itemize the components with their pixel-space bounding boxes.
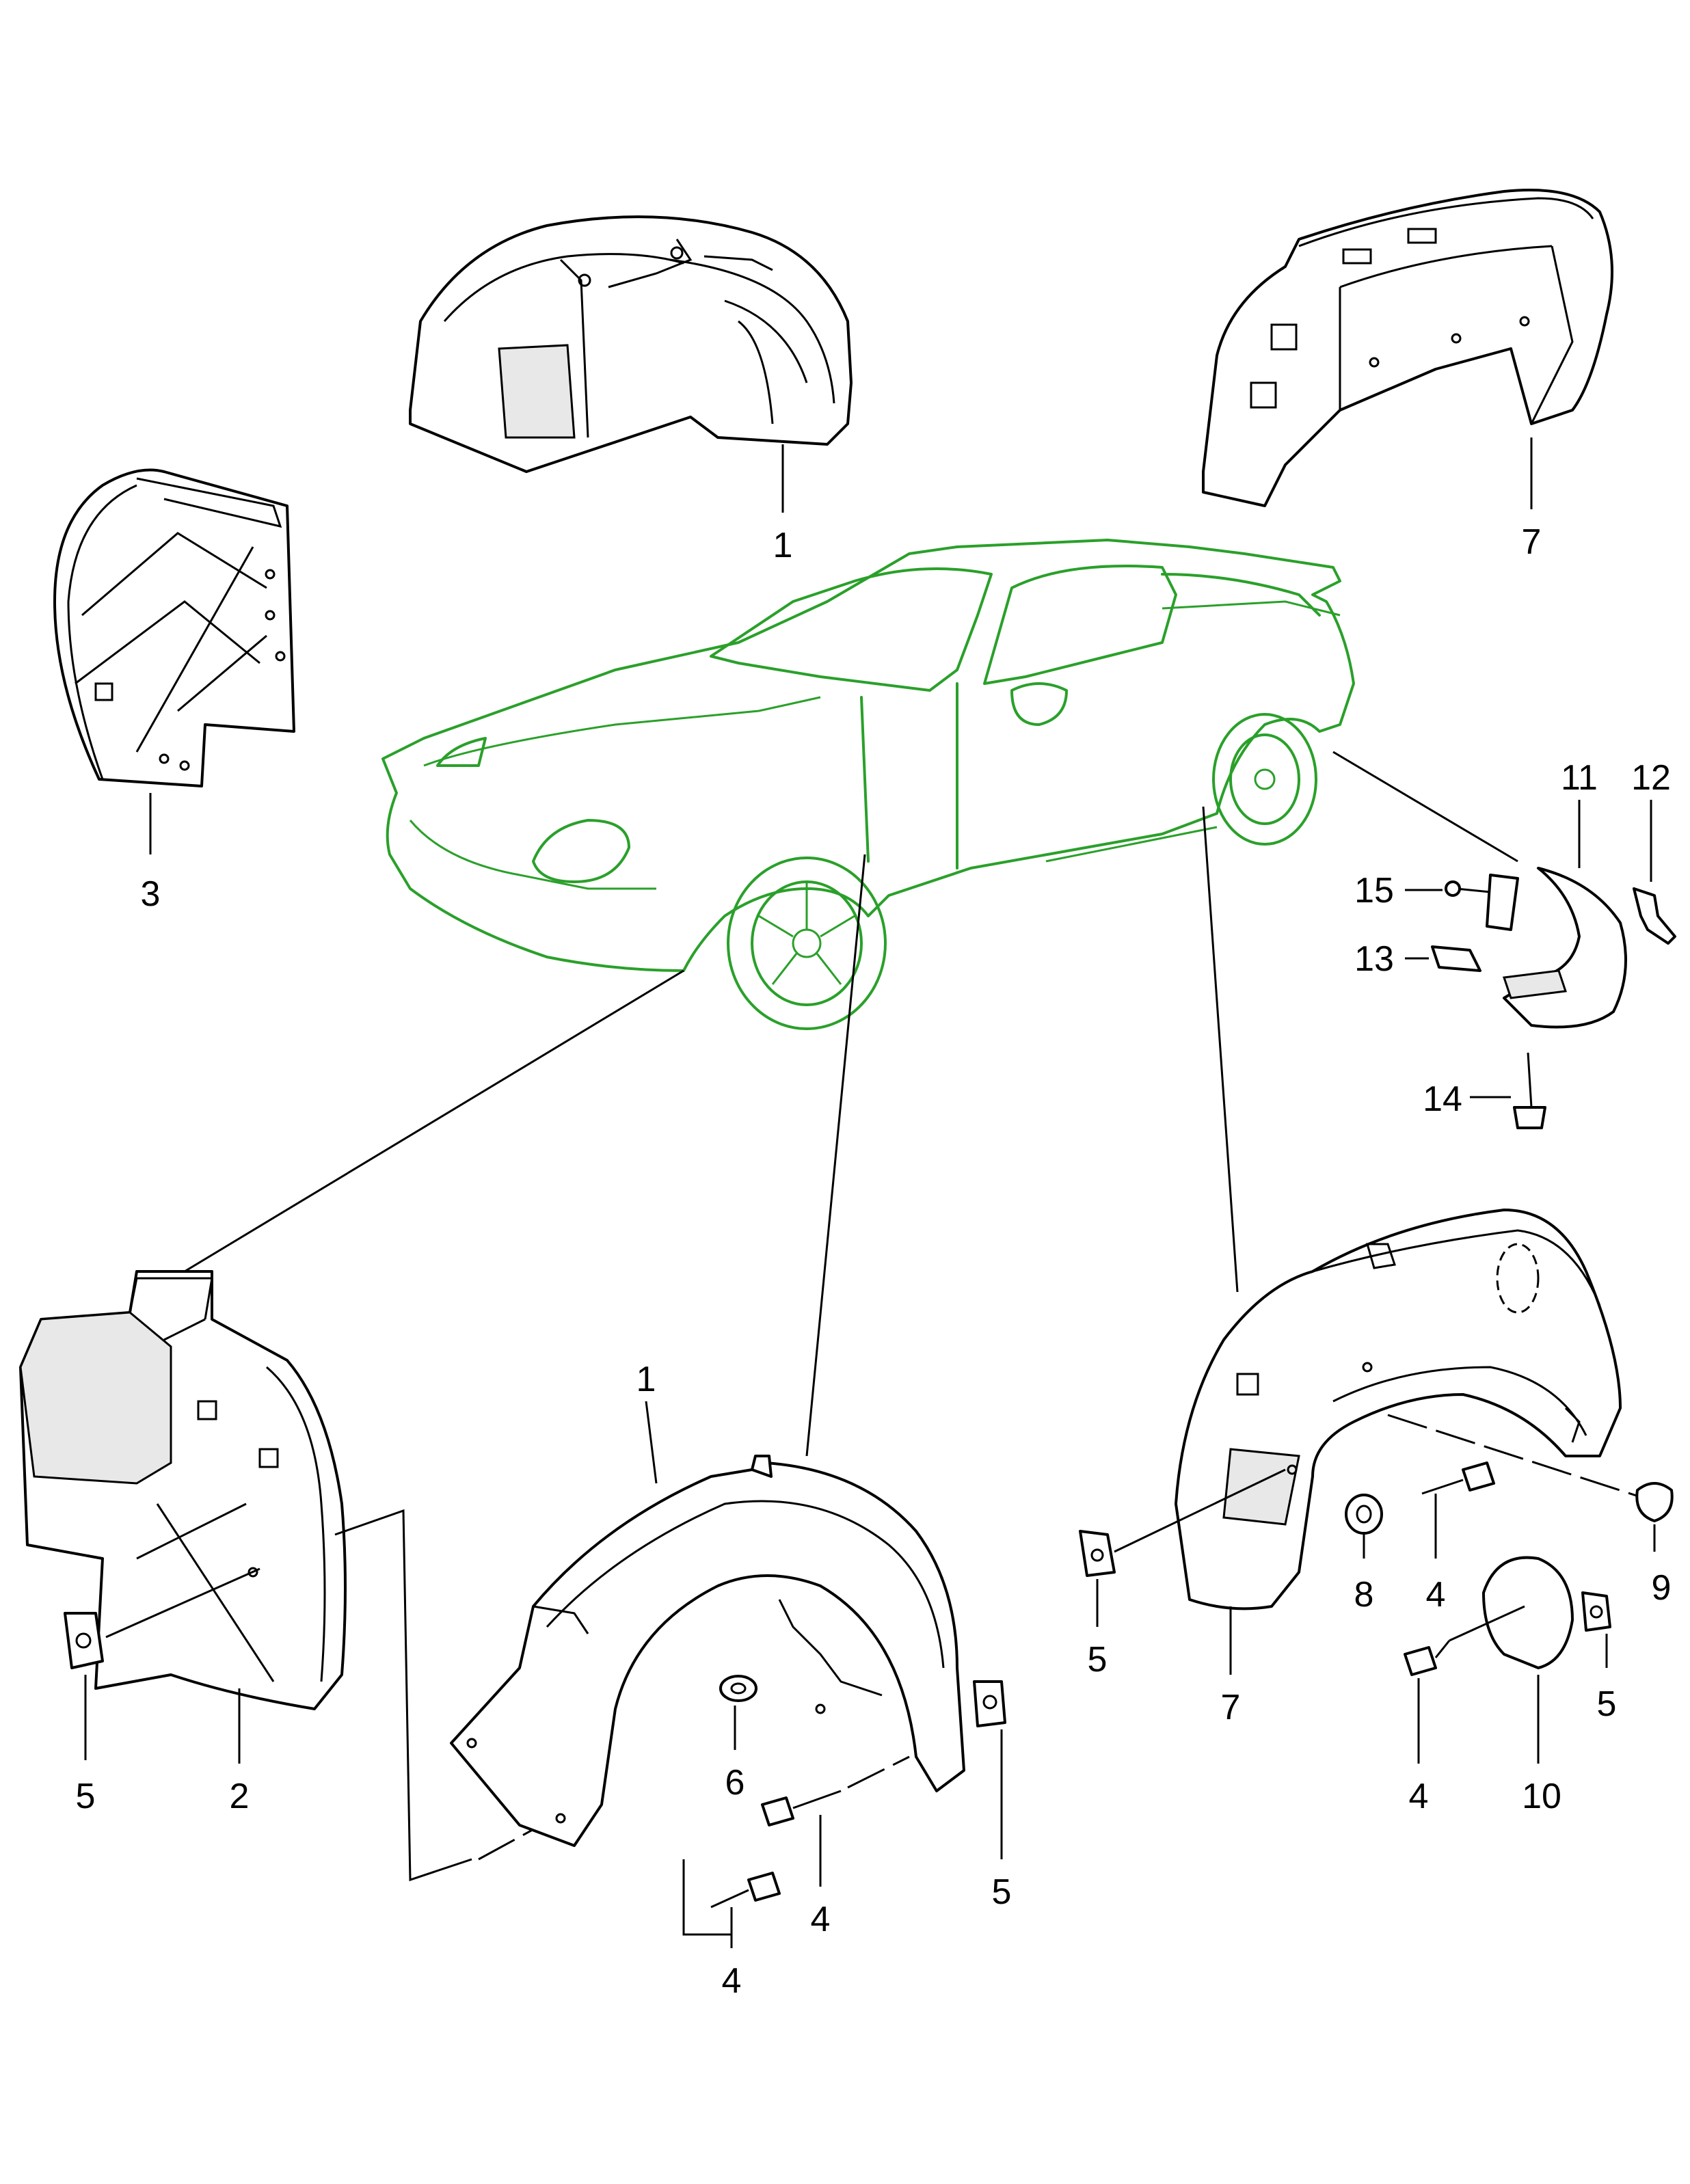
part-15-screw-clip: [1445, 874, 1519, 931]
part-4-screw-right-top: [1421, 1461, 1495, 1495]
part-10-cover-plate: [1449, 1556, 1574, 1669]
part-6-nut: [719, 1675, 757, 1702]
part-7-wheel-housing-bottom-right: [1175, 1209, 1622, 1610]
callout-7-top: 7: [1522, 522, 1542, 562]
callout-10: 10: [1522, 1777, 1561, 1816]
callout-4-right-top: 4: [1426, 1575, 1446, 1615]
part-5-left-clip: [64, 1612, 104, 1669]
part-13-clip: [1431, 945, 1481, 972]
part-5-right-clip: [1079, 1530, 1116, 1577]
part-5-mid-clip: [973, 1680, 1006, 1727]
callout-5-right: 5: [1088, 1640, 1108, 1680]
part-12-bracket: [1633, 887, 1676, 945]
part-14-screw: [1513, 1052, 1546, 1129]
part-3-splash-shield: [53, 468, 295, 787]
callout-6: 6: [725, 1763, 745, 1803]
part-2-liner-with-duct: [19, 1270, 347, 1710]
callout-5-mid: 5: [992, 1872, 1012, 1912]
part-1-wheel-housing-top: [409, 215, 853, 473]
part-7-wheel-housing-top-right: [1202, 189, 1613, 507]
callout-7-bottom: 7: [1221, 1688, 1241, 1727]
callout-2: 2: [230, 1777, 250, 1816]
callout-12: 12: [1631, 758, 1671, 798]
part-5-far-right-clip: [1581, 1591, 1611, 1632]
part-11-deflector: [1502, 867, 1627, 1029]
callout-1-bottom: 1: [636, 1360, 656, 1399]
part-1-wheel-housing-bottom: [450, 1455, 965, 1847]
callout-9: 9: [1652, 1568, 1672, 1608]
callout-4-mid: 4: [811, 1900, 831, 1939]
callout-11: 11: [1561, 758, 1598, 798]
callout-8: 8: [1354, 1575, 1374, 1615]
callout-13: 13: [1354, 939, 1394, 979]
part-4-screw-right-bottom: [1404, 1640, 1451, 1676]
part-4-screw-mid: [761, 1755, 910, 1826]
callout-1-top: 1: [773, 526, 793, 565]
callout-5-far-right: 5: [1597, 1684, 1617, 1724]
callout-4-right-bottom: 4: [1409, 1777, 1429, 1816]
part-4-screw-low: [710, 1872, 781, 1909]
callout-4-low: 4: [722, 1961, 742, 2001]
part-8-washer: [1345, 1494, 1383, 1535]
callout-15: 15: [1354, 871, 1394, 911]
callout-3: 3: [141, 874, 161, 914]
callout-14: 14: [1423, 1079, 1462, 1119]
car-outline: [381, 539, 1355, 1030]
callout-5-left: 5: [76, 1777, 96, 1816]
part-9-plug: [1635, 1482, 1674, 1522]
